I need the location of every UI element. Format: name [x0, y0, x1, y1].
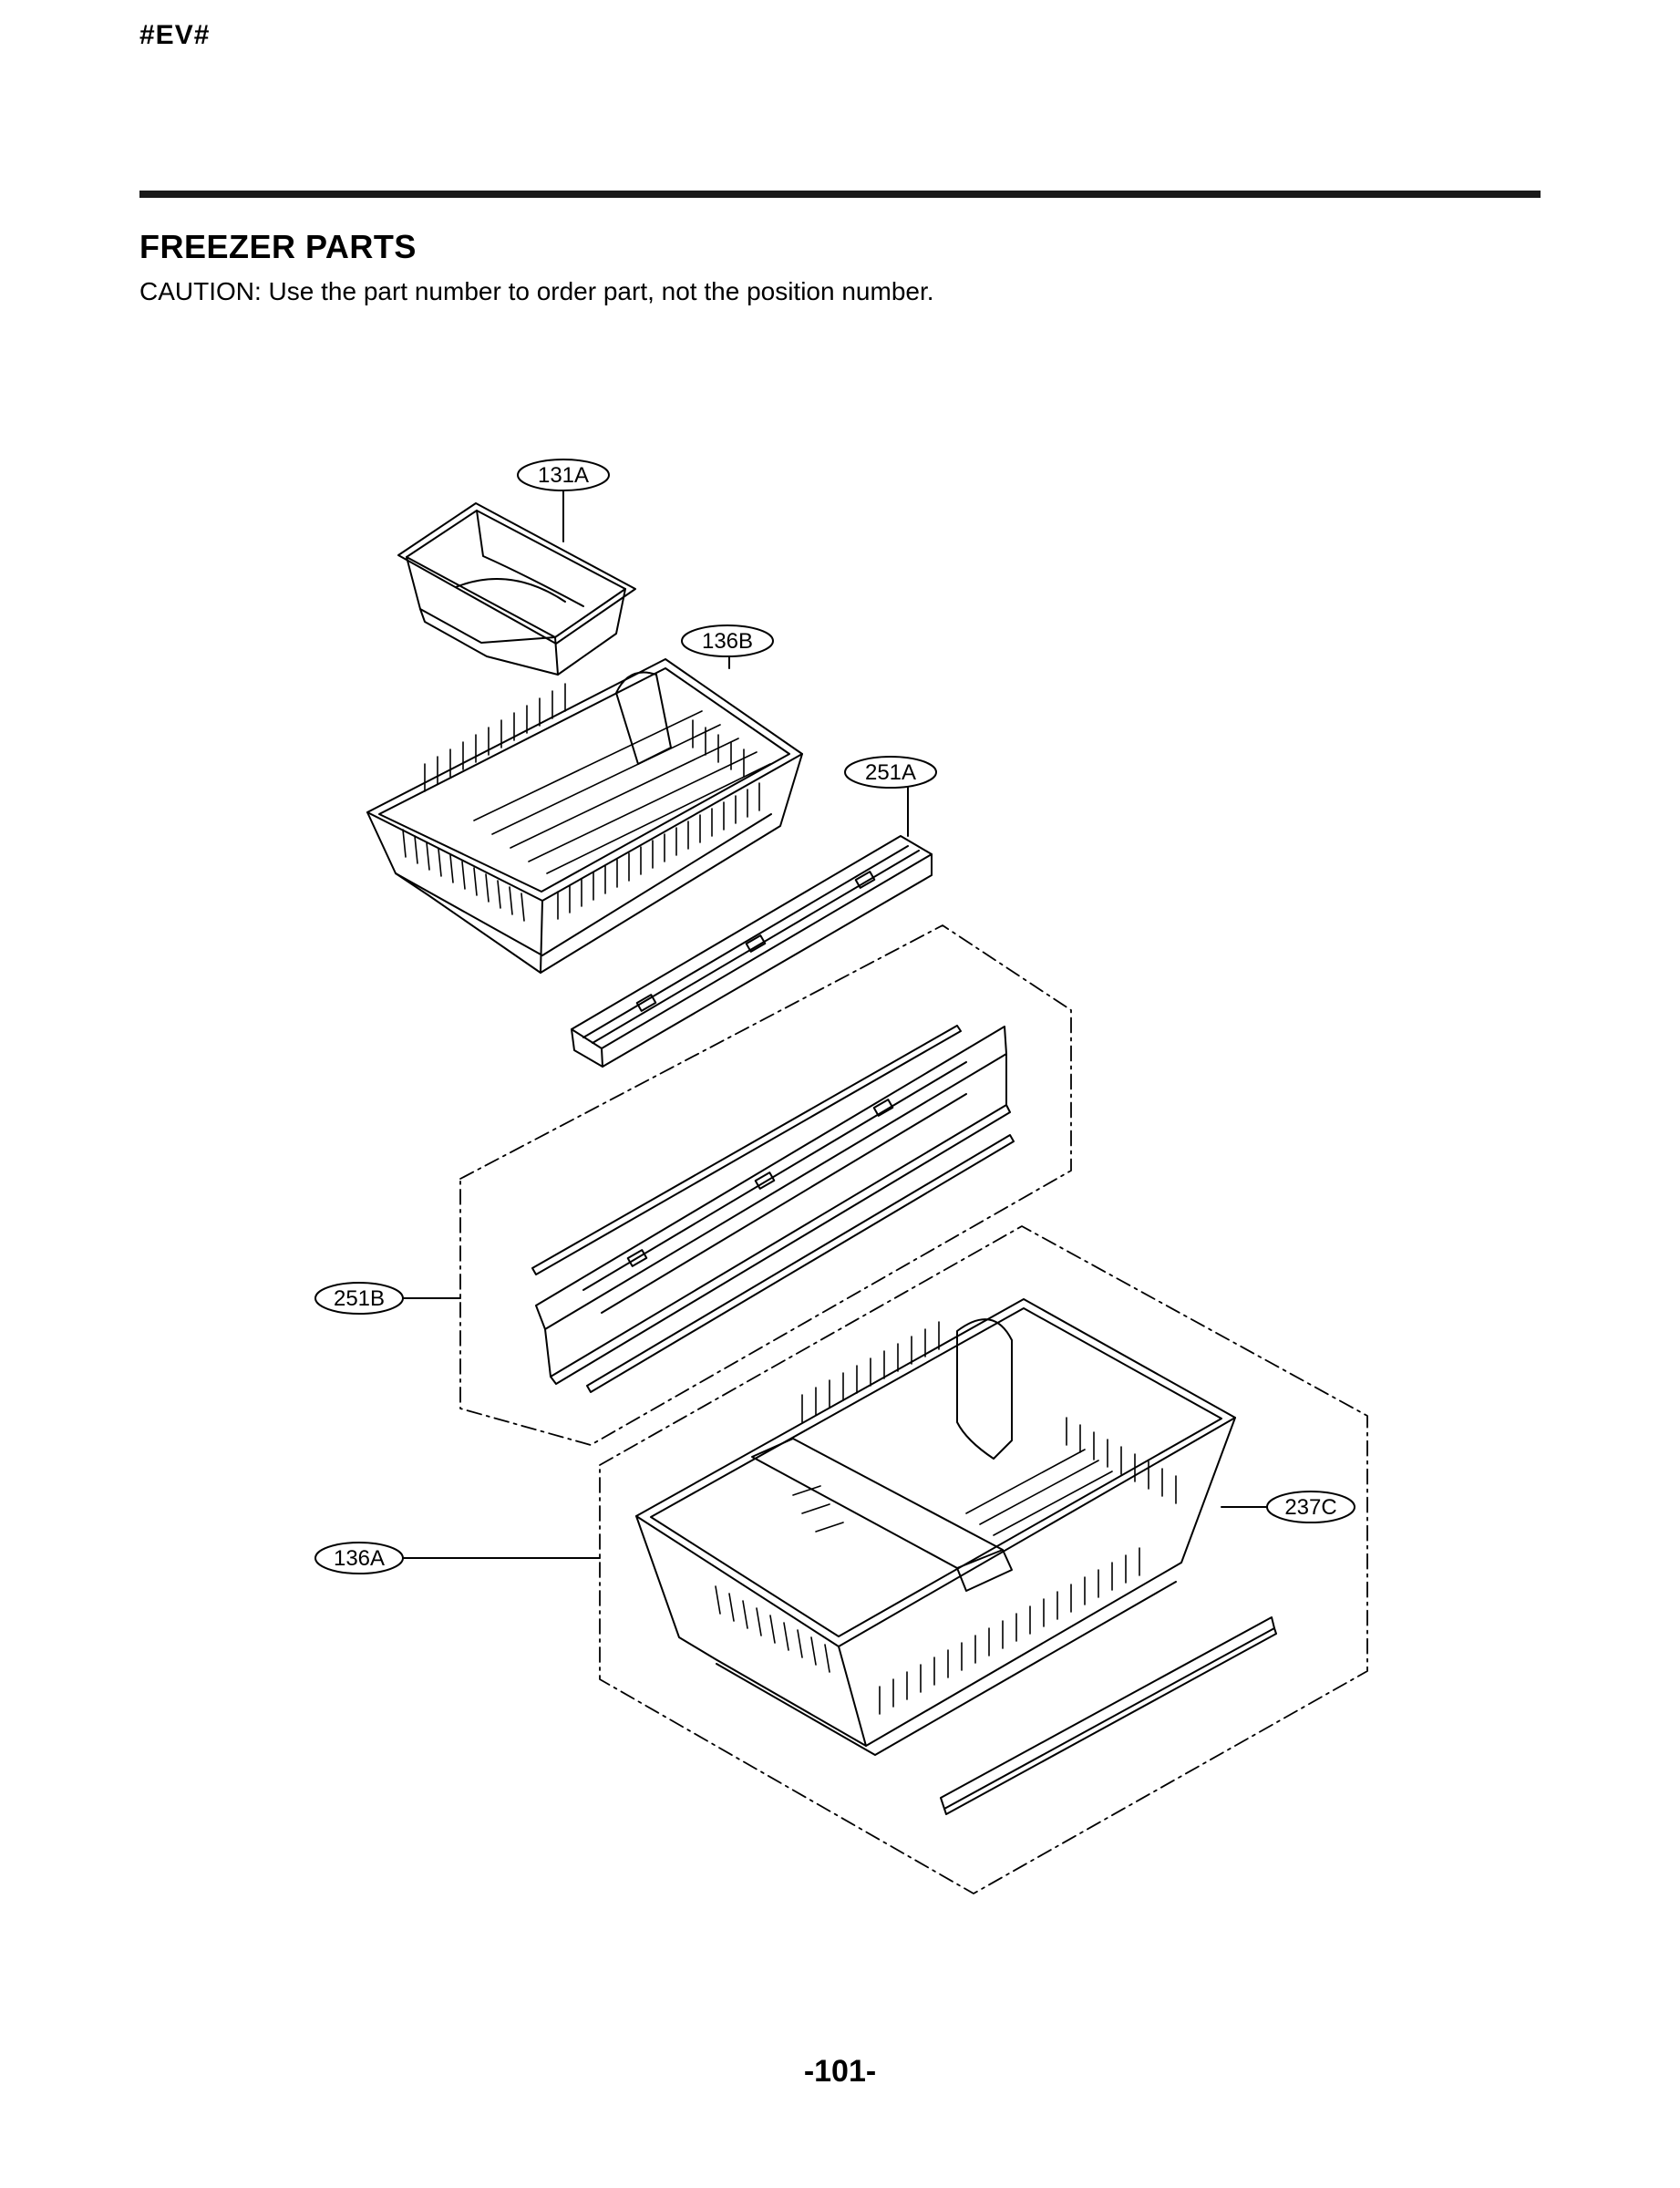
- part-131a-ice-bin: [397, 502, 636, 676]
- caution-note: CAUTION: Use the part number to order pa…: [139, 277, 934, 305]
- callout-251b-label: 251B: [334, 1286, 385, 1311]
- page-number: -101-: [803, 2054, 877, 2089]
- callout-136b: 136B: [681, 624, 774, 657]
- part-251b-rail-assembly: [531, 1025, 1015, 1393]
- leader-lines: [401, 488, 1270, 1559]
- part-251a-rail-cover: [571, 835, 933, 1068]
- header-rule: [139, 191, 1541, 198]
- callout-131a-label: 131A: [538, 463, 589, 488]
- document-code: #EV#: [139, 20, 211, 50]
- callout-237c: 237C: [1266, 1491, 1355, 1523]
- callout-251b: 251B: [314, 1282, 404, 1315]
- callout-136a-label: 136A: [334, 1546, 385, 1571]
- callout-251a-label: 251A: [865, 760, 916, 785]
- callout-131a: 131A: [517, 459, 610, 491]
- callout-237c-label: 237C: [1284, 1495, 1336, 1520]
- assembly-boundary-251b: [459, 924, 1072, 1446]
- callout-136b-label: 136B: [702, 629, 753, 654]
- part-136b-upper-basket: [366, 658, 803, 974]
- assembly-boundary-136a: [599, 1225, 1368, 1894]
- callout-251a: 251A: [844, 756, 937, 789]
- callout-136a: 136A: [314, 1542, 404, 1574]
- section-title: FREEZER PARTS: [139, 228, 417, 265]
- part-237c-strip: [940, 1616, 1277, 1815]
- part-136a-lower-basket: [635, 1298, 1236, 1756]
